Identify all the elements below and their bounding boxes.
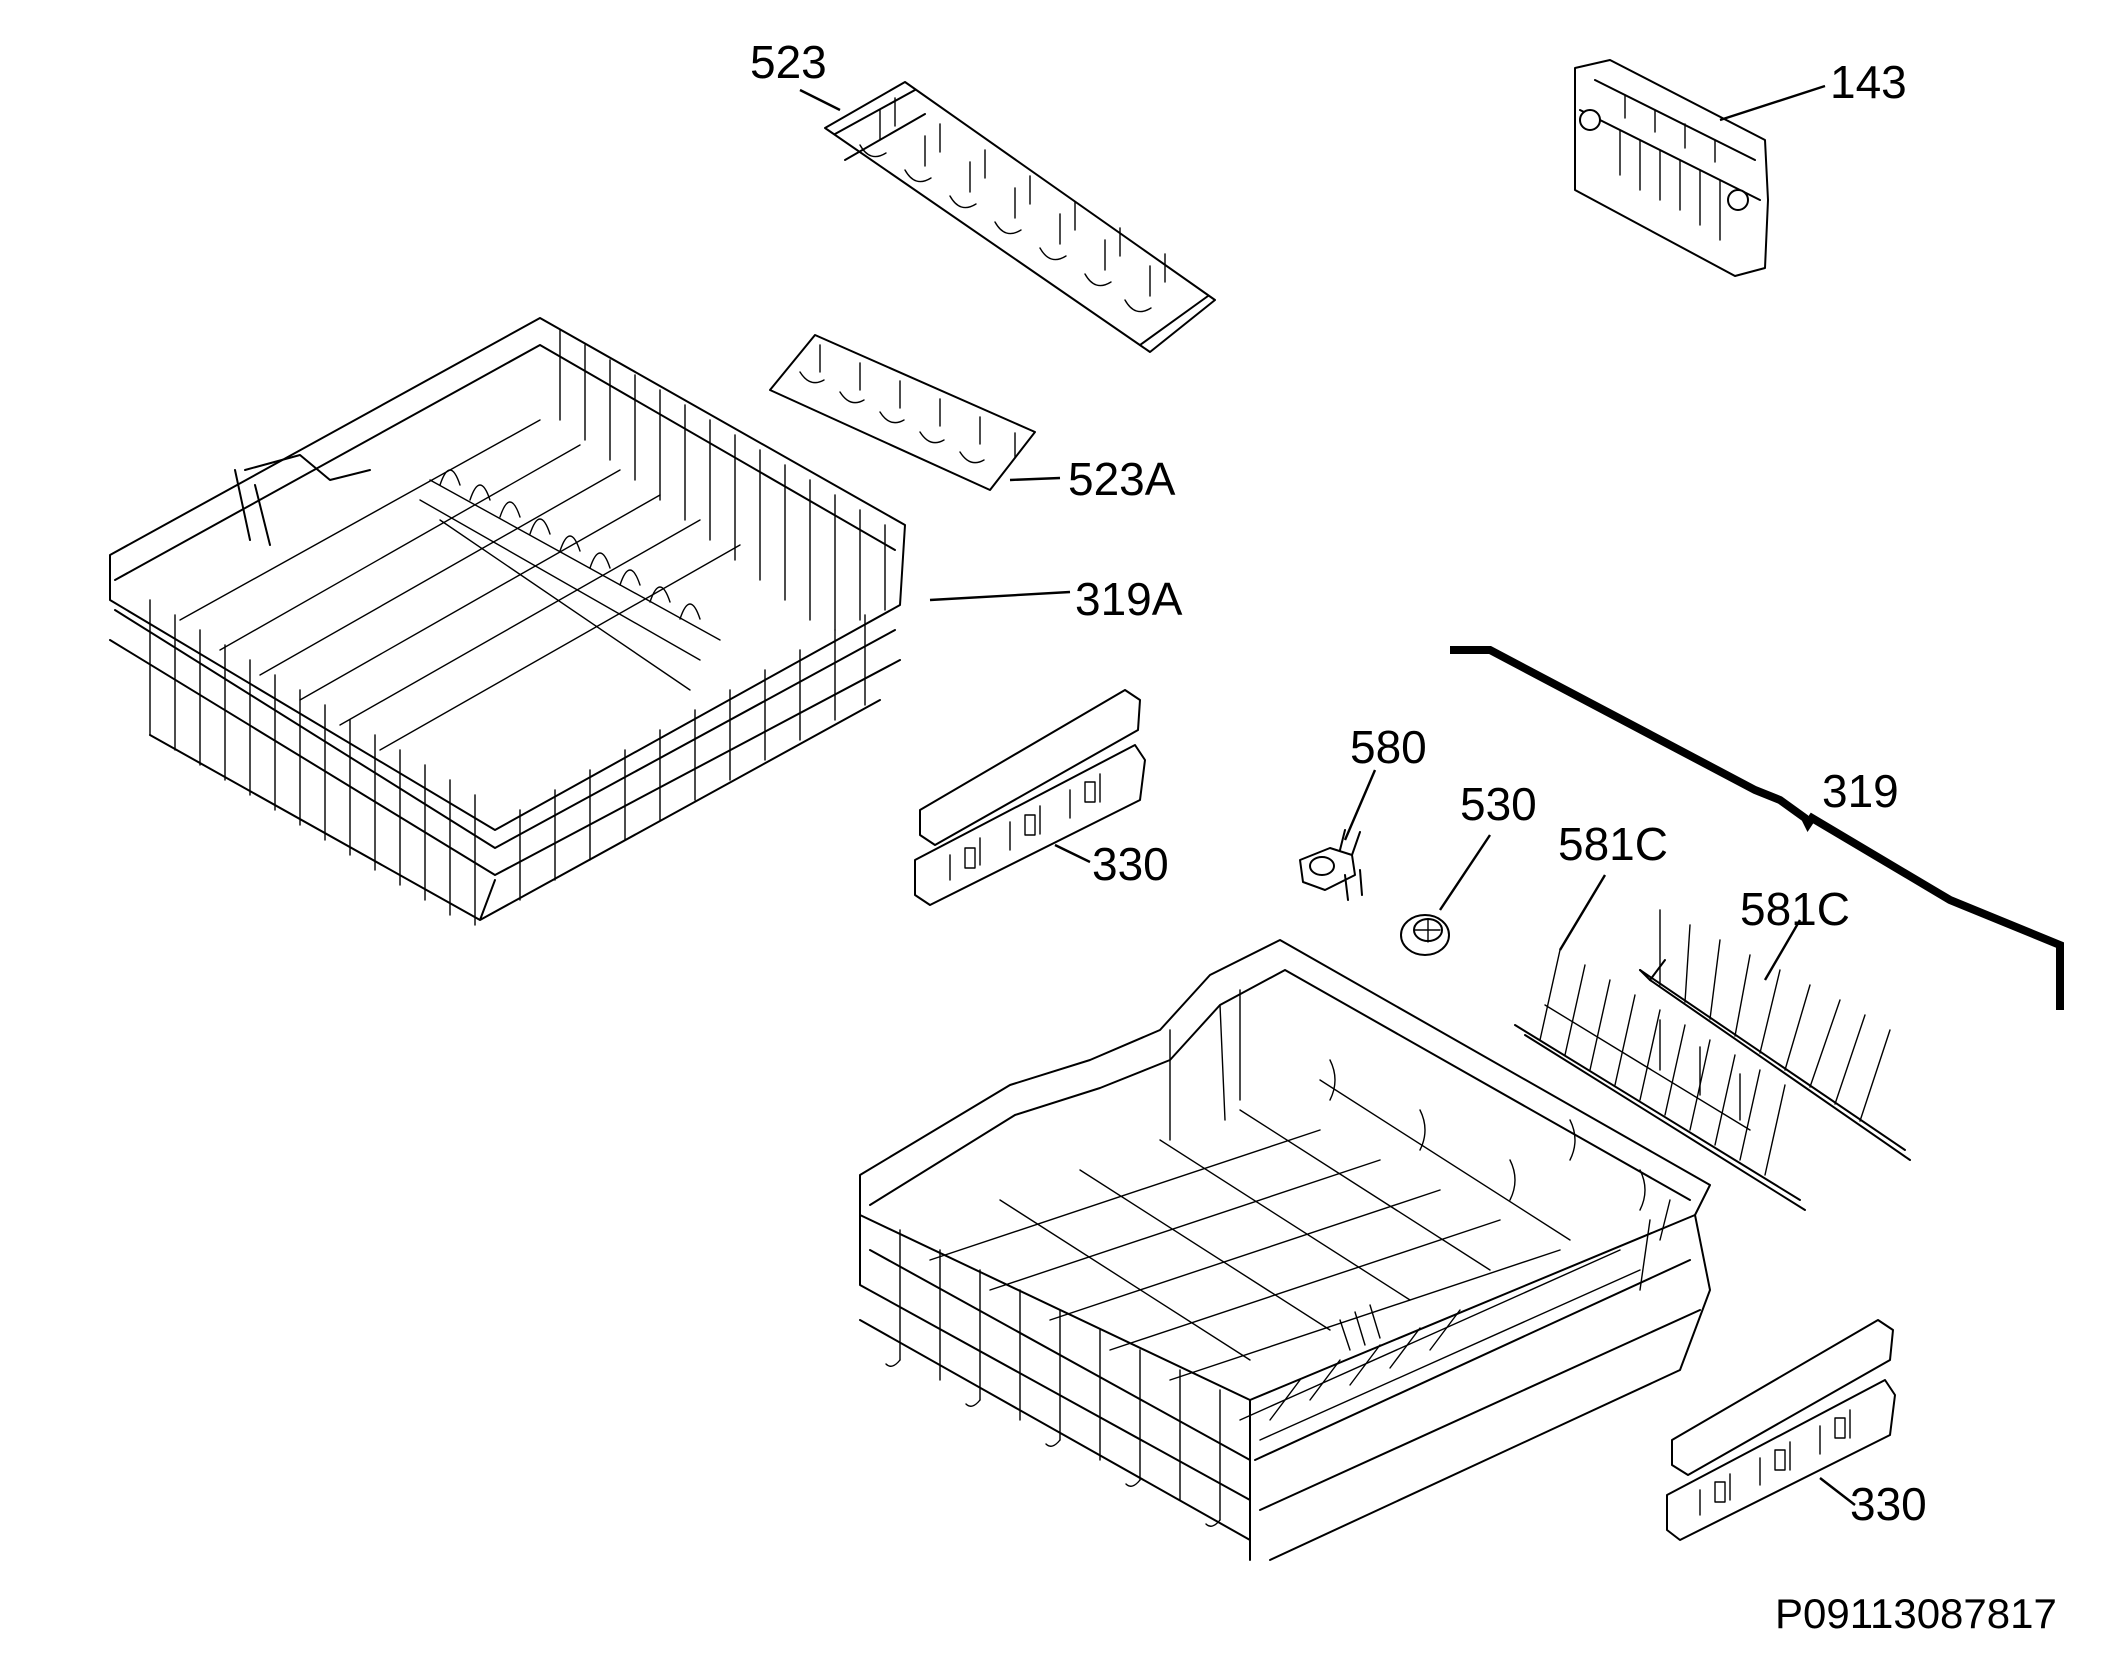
leader-530	[1439, 834, 1491, 911]
part-319A-upper-basket	[109, 317, 906, 926]
leader-581C-a	[1558, 874, 1607, 951]
leader-330-upper	[1054, 843, 1091, 864]
part-319-seal-strip	[1450, 646, 2064, 1010]
leader-330-lower	[1819, 1477, 1856, 1506]
callout-581C-a: 581C	[1558, 818, 1668, 870]
leader-523	[799, 88, 841, 112]
callout-319: 319	[1822, 765, 1899, 817]
leader-319A	[929, 590, 1071, 602]
leader-580	[1343, 769, 1377, 841]
callout-580: 580	[1350, 721, 1427, 773]
part-143-rail-bracket	[1574, 59, 1769, 277]
callout-581C-b: 581C	[1740, 883, 1850, 935]
leader-lines	[799, 84, 1856, 1506]
lower-basket	[859, 939, 1711, 1561]
callout-319A: 319A	[1075, 573, 1183, 625]
leader-523A	[1009, 476, 1061, 482]
part-581C-tine-row-a	[1514, 949, 1806, 1211]
leader-143	[1719, 84, 1826, 122]
callout-523: 523	[750, 36, 827, 88]
part-530-wheel	[1400, 914, 1450, 956]
callout-523A: 523A	[1068, 453, 1176, 505]
callout-labels: 523 143 523A 319A 580 530 581C 319 581C …	[750, 36, 2057, 1637]
part-580-wheel-holder	[1299, 829, 1363, 901]
part-581C-tine-row-b	[1639, 909, 1911, 1161]
part-330-lower-runner	[1666, 1319, 1896, 1541]
callout-330-lower: 330	[1850, 1478, 1927, 1530]
leader-581C-b	[1763, 919, 1802, 981]
part-330-upper-runner	[914, 689, 1146, 906]
callout-143: 143	[1830, 56, 1907, 108]
callout-330-upper: 330	[1092, 838, 1169, 890]
part-523A-small-rack	[769, 334, 1036, 491]
part-523-rack-strip	[824, 81, 1216, 353]
document-id: P09113087817	[1775, 1590, 2057, 1637]
callout-530: 530	[1460, 778, 1537, 830]
